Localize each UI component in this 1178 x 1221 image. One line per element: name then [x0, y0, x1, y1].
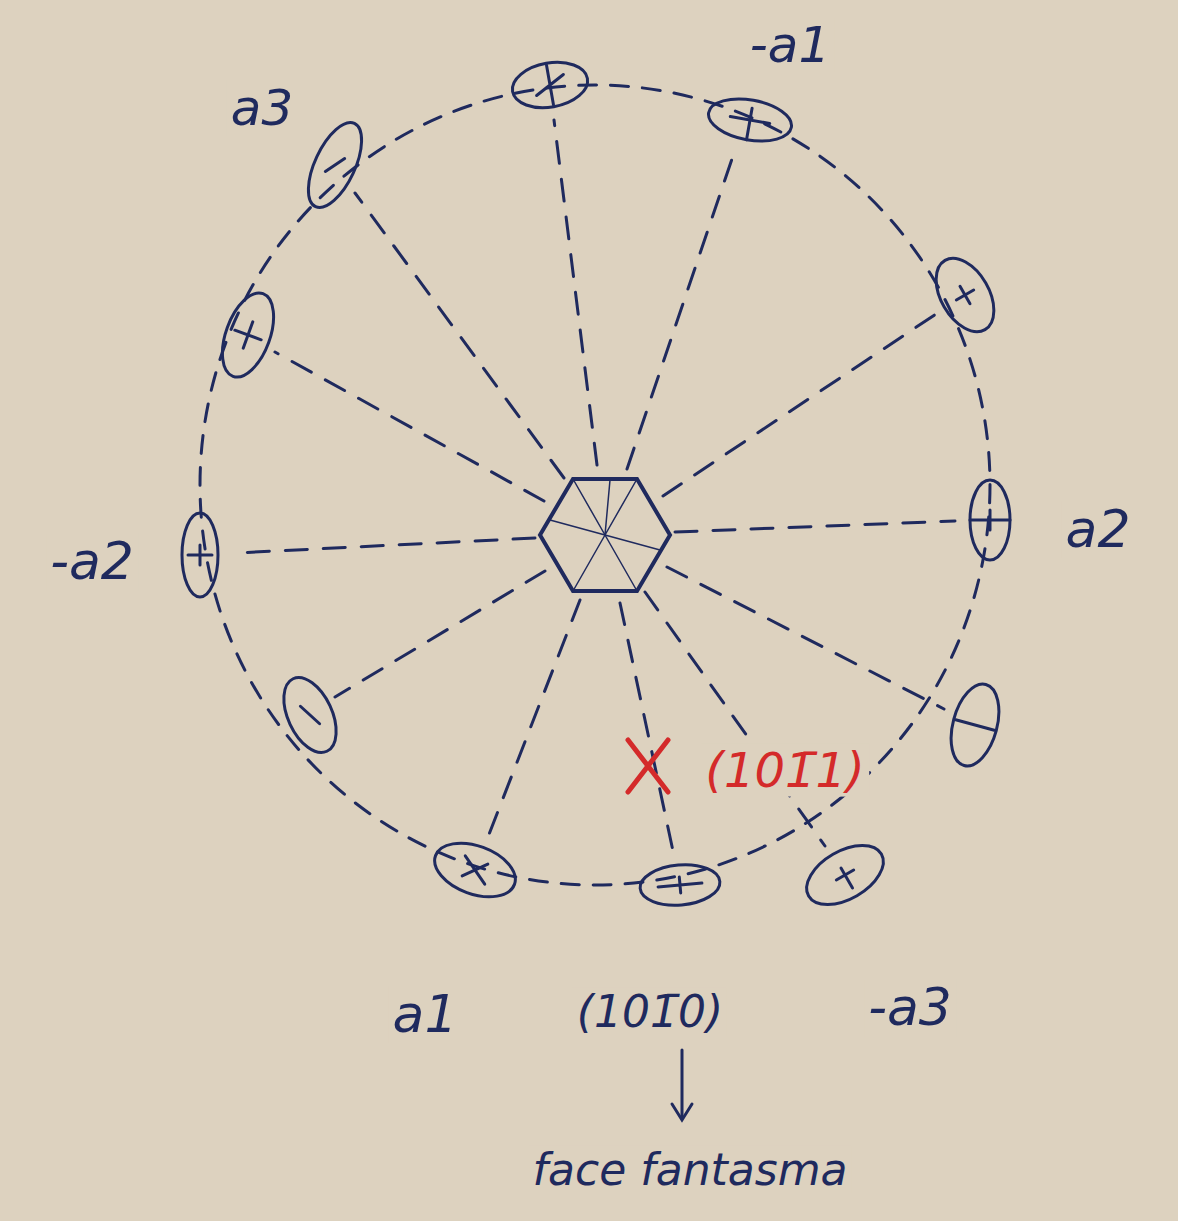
- face-poles: [182, 57, 1010, 917]
- axis-label: a3: [227, 81, 297, 136]
- axis-label: -a2: [46, 533, 138, 590]
- axis-label: -a1: [746, 18, 835, 73]
- axis-label: face fantasma: [528, 1146, 851, 1194]
- pointer-arrow: [672, 1050, 692, 1120]
- projection-circle: [200, 85, 990, 885]
- axis-label: (101̄0): [573, 988, 727, 1036]
- radial-lines: [235, 120, 955, 851]
- central-hexagon: [540, 479, 670, 591]
- axis-label: a1: [389, 986, 462, 1043]
- red-cross-mark: [628, 740, 668, 792]
- axis-label: a2: [1062, 501, 1135, 558]
- face-index-label: (101̄1): [701, 744, 869, 797]
- axis-label: -a3: [864, 979, 956, 1036]
